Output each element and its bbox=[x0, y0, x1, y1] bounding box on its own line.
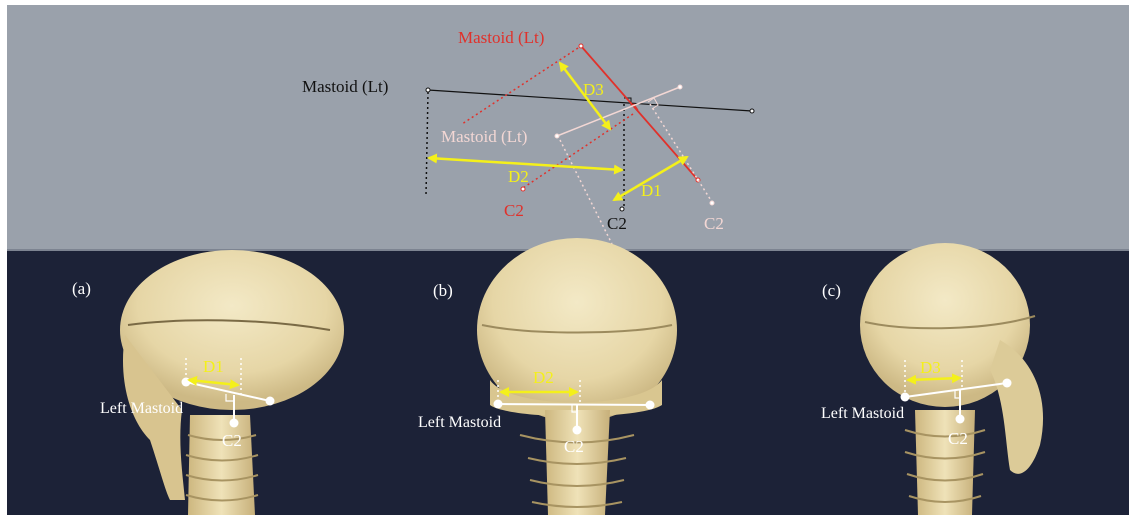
panel-c-distance-label: D3 bbox=[920, 358, 941, 377]
pink-mastoid-label: Mastoid (Lt) bbox=[441, 127, 527, 146]
red-c2-point bbox=[521, 187, 525, 191]
pink-mastoid-point bbox=[555, 134, 559, 138]
panel-c-c2-label: C2 bbox=[948, 429, 968, 448]
panel-b-c2-label: C2 bbox=[564, 437, 584, 456]
pink-axis-end-point bbox=[678, 85, 682, 89]
black-mastoid-label: Mastoid (Lt) bbox=[302, 77, 388, 96]
black-c2-point bbox=[620, 207, 624, 211]
panel-c-mastoid-label: Left Mastoid bbox=[821, 405, 904, 422]
a-c2-point bbox=[230, 419, 239, 428]
d3-label: D3 bbox=[583, 80, 604, 99]
c-axis-end-point bbox=[1003, 379, 1012, 388]
c-mastoid-point bbox=[901, 393, 910, 402]
pink-c2-label: C2 bbox=[704, 214, 724, 233]
d1-label: D1 bbox=[641, 181, 662, 200]
black-mastoid-point bbox=[426, 88, 430, 92]
panel-a-distance-label: D1 bbox=[203, 357, 224, 376]
panel-b-distance-label: D2 bbox=[533, 368, 554, 387]
b-axis-end-point bbox=[646, 401, 655, 410]
schematic-panel: Mastoid (Lt) Mastoid (Lt) Mastoid (Lt) D… bbox=[7, 5, 1129, 249]
b-mastoid-axis bbox=[498, 404, 650, 405]
schematic-background bbox=[7, 5, 1129, 249]
panel-a-c2-label: C2 bbox=[222, 431, 242, 450]
black-axis-end-point bbox=[750, 109, 754, 113]
red-mastoid-label: Mastoid (Lt) bbox=[458, 28, 544, 47]
red-c2-label: C2 bbox=[504, 201, 524, 220]
panel-a-letter: (a) bbox=[72, 279, 91, 298]
red-mastoid-point bbox=[579, 44, 583, 48]
a-axis-end-point bbox=[266, 397, 275, 406]
pink-c2-point bbox=[710, 201, 714, 205]
panel-c-letter: (c) bbox=[822, 281, 841, 300]
panel-b-mastoid-label: Left Mastoid bbox=[418, 414, 501, 431]
c-c2-point bbox=[956, 415, 965, 424]
d2-label: D2 bbox=[508, 167, 529, 186]
panel-a-mastoid-label: Left Mastoid bbox=[100, 400, 183, 417]
panel-b-letter: (b) bbox=[433, 281, 453, 300]
black-c2-label: C2 bbox=[607, 214, 627, 233]
b-c2-point bbox=[573, 426, 582, 435]
